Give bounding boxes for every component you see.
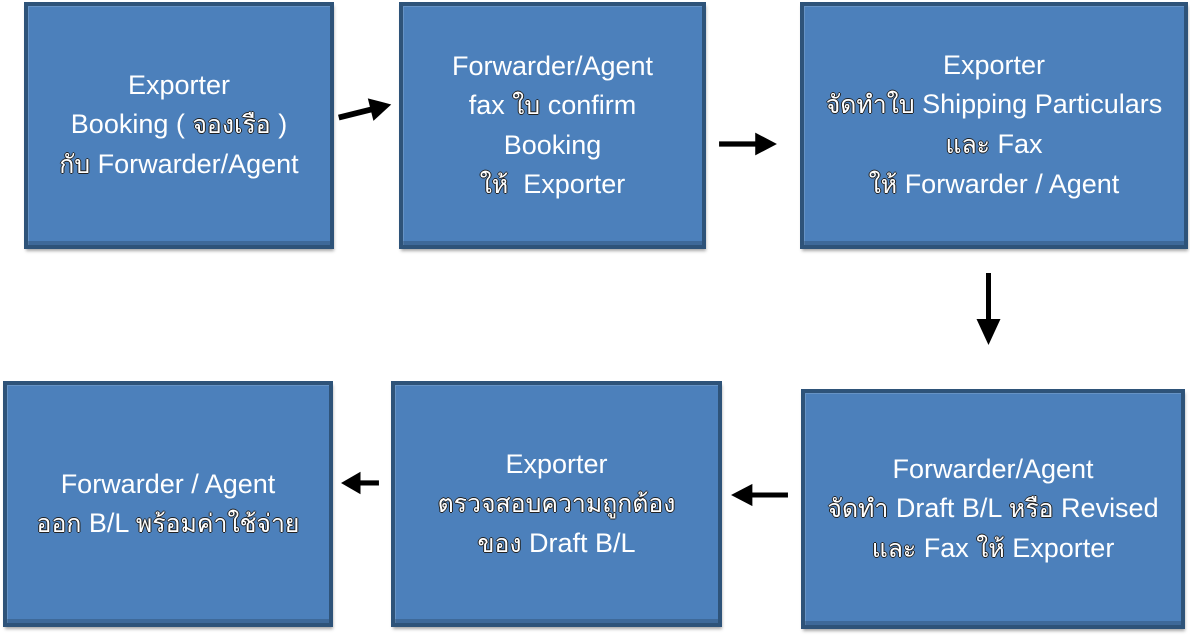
node-line: fax ใบ confirm: [468, 89, 637, 120]
node-line: Forwarder/Agent: [892, 453, 1094, 484]
flow-node-exporter-check-draft-bl: Exporter ตรวจสอบความถูกต้อง ของ Draft B/…: [391, 381, 722, 627]
node-line: จัดทำใบ Shipping Particulars: [825, 89, 1163, 119]
node-line: ออก B/L พร้อมค่าใช้จ่าย: [36, 507, 300, 538]
arrow-left-icon: [731, 483, 788, 507]
arrow-down-icon: [976, 273, 1001, 345]
arrow-right-icon: [719, 132, 777, 156]
flow-node-forwarder-fax-confirm-booking: Forwarder/Agent fax ใบ confirm Booking ใ…: [399, 2, 706, 249]
flow-node-exporter-booking: Exporter Booking ( จองเรือ ) กับ Forward…: [24, 2, 334, 249]
flow-node-exporter-shipping-particulars: Exporter จัดทำใบ Shipping Particulars แล…: [800, 2, 1188, 249]
node-line: และ Fax ให้ Exporter: [871, 532, 1115, 563]
node-line: ตรวจสอบความถูกต้อง: [437, 490, 676, 518]
node-line: ของ Draft B/L: [477, 527, 636, 558]
node-line: Booking ( จองเรือ ): [70, 109, 288, 139]
node-line: กับ Forwarder/Agent: [59, 149, 299, 179]
node-line: Exporter: [127, 70, 231, 100]
node-line: ให้ Exporter: [479, 168, 626, 199]
flow-node-forwarder-issue-bl: Forwarder / Agent ออก B/L พร้อมค่าใช้จ่า…: [3, 381, 333, 627]
arrow-left-icon: [341, 471, 379, 495]
node-line: Forwarder / Agent: [60, 468, 276, 499]
node-line: และ Fax: [945, 129, 1043, 159]
node-line: Exporter: [942, 50, 1046, 80]
arrow-right-icon: [338, 98, 392, 121]
node-line: Booking: [503, 129, 602, 160]
node-line: ให้ Forwarder / Agent: [868, 169, 1120, 199]
flow-node-forwarder-draft-bl: Forwarder/Agent จัดทำ Draft B/L หรือ Rev…: [801, 389, 1185, 629]
node-line: จัดทำ Draft B/L หรือ Revised: [827, 492, 1159, 523]
node-line: Exporter: [505, 448, 608, 479]
node-line: Forwarder/Agent: [451, 50, 654, 81]
